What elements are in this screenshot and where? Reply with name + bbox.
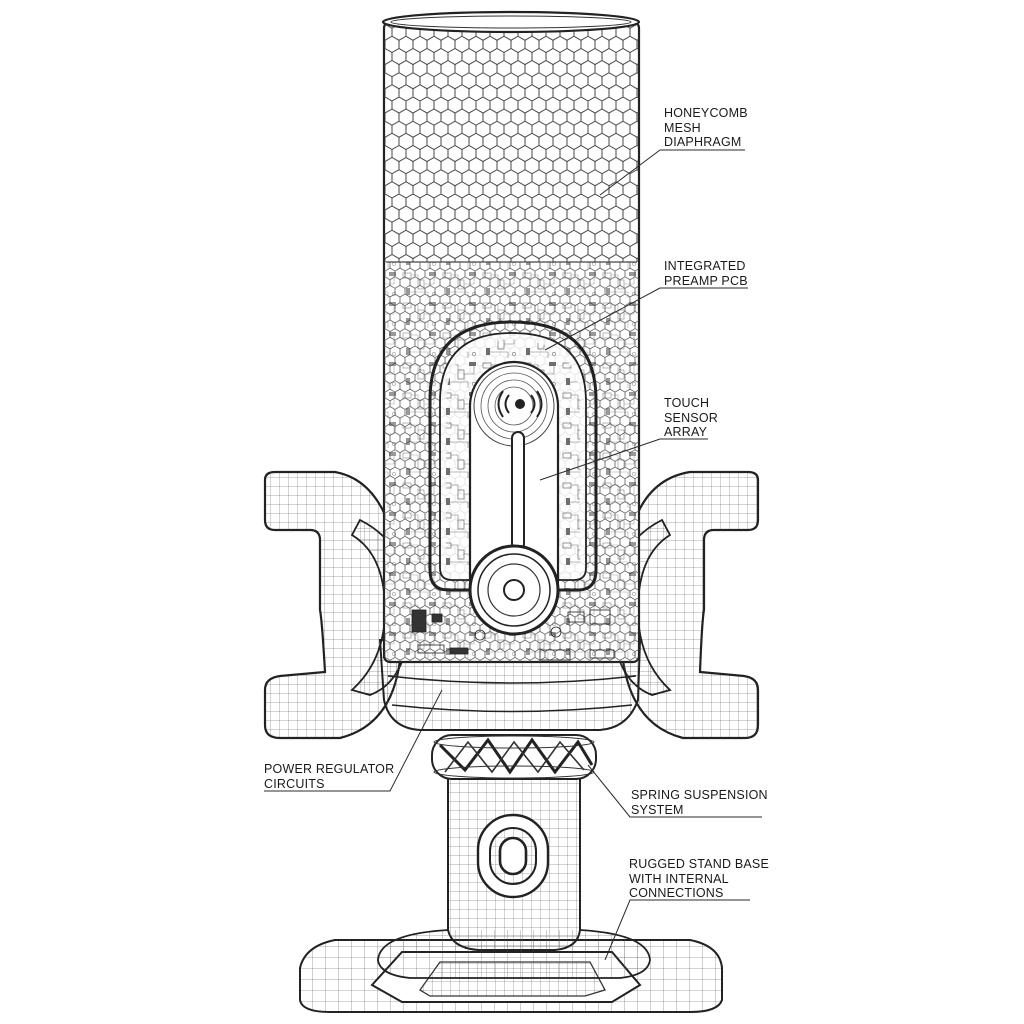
leader-pcb <box>544 287 748 351</box>
label-line: SYSTEM <box>631 802 684 817</box>
label-rugged-stand-base: RUGGED STAND BASE WITH INTERNAL CONNECTI… <box>629 857 769 901</box>
label-line: CONNECTIONS <box>629 886 724 900</box>
label-line: DIAPHRAGM <box>664 135 742 149</box>
label-line: POWER REGULATOR <box>264 762 395 776</box>
stand-column <box>377 769 651 979</box>
leader-base <box>604 899 750 961</box>
label-line: RUGGED STAND BASE <box>629 857 769 871</box>
leader-mesh <box>599 149 745 196</box>
label-integrated-preamp-pcb: INTEGRATED PREAMP PCB <box>664 259 748 288</box>
touch-sensor-panel <box>428 320 598 636</box>
label-power-regulator-circuits: POWER REGULATOR CIRCUITS <box>264 762 394 791</box>
label-line: SENSOR <box>664 410 718 425</box>
leader-touch <box>539 438 708 481</box>
label-line: PREAMP PCB <box>664 273 748 288</box>
label-line: TOUCH <box>664 396 710 410</box>
label-touch-sensor-array: TOUCH SENSOR ARRAY <box>664 396 718 440</box>
label-line: CIRCUITS <box>264 776 325 791</box>
label-line: INTEGRATED <box>664 259 746 273</box>
label-line: SPRING SUSPENSION <box>631 788 768 802</box>
label-spring-suspension-system: SPRING SUSPENSION SYSTEM <box>631 788 768 817</box>
label-line: MESH <box>664 120 701 135</box>
label-line: HONEYCOMB <box>664 106 748 120</box>
label-line: ARRAY <box>664 425 708 439</box>
leader-power <box>264 689 443 792</box>
label-line: WITH INTERNAL <box>629 871 729 886</box>
spring-suspension <box>431 734 597 780</box>
leader-spring <box>587 764 762 818</box>
leader-lines <box>264 149 762 961</box>
pcb-components <box>411 609 615 661</box>
label-honeycomb-mesh-diaphragm: HONEYCOMB MESH DIAPHRAGM <box>664 106 748 150</box>
